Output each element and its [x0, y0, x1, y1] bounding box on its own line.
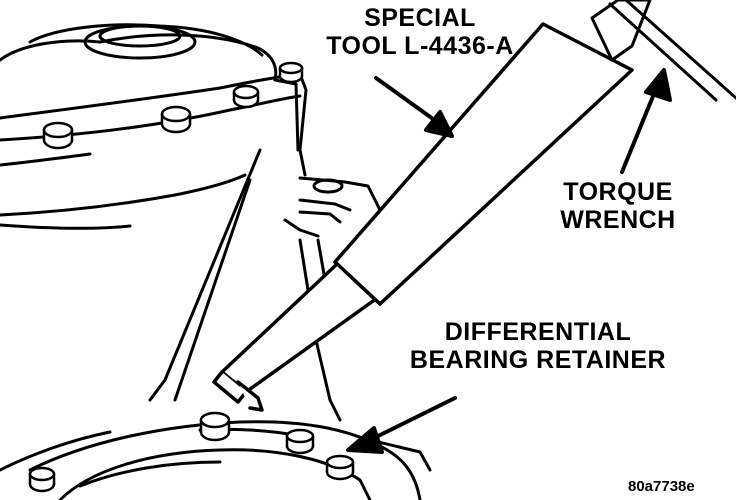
retainer-label-line2: BEARING RETAINER	[409, 346, 667, 374]
torque-wrench-arrow	[620, 68, 672, 174]
torque-wrench-label-line2: WRENCH	[560, 206, 676, 234]
figure-reference: 80a7738e	[628, 478, 695, 495]
bolt	[42, 121, 74, 150]
bolt	[278, 61, 304, 84]
bolt	[325, 454, 355, 481]
cover-bolts	[28, 61, 355, 493]
torque-wrench	[590, 0, 736, 102]
bolt	[28, 466, 56, 493]
bolt	[199, 411, 231, 442]
special-tool-label: SPECIAL TOOL L-4436-A	[300, 4, 540, 60]
special-tool-label-line1: SPECIAL	[364, 4, 476, 32]
leader-arrows	[346, 68, 672, 454]
axle-housing	[0, 23, 432, 500]
bolt	[160, 105, 192, 134]
retainer-label: DIFFERENTIAL BEARING RETAINER	[388, 318, 688, 374]
retainer-arrow	[346, 396, 457, 454]
special-tool-label-line2: TOOL L-4436-A	[326, 32, 514, 60]
torque-wrench-label-line1: TORQUE	[563, 178, 673, 206]
torque-wrench-label: TORQUE WRENCH	[538, 178, 698, 234]
special-tool	[212, 22, 634, 412]
special-tool-arrow	[374, 76, 454, 138]
retainer-label-line1: DIFFERENTIAL	[444, 318, 632, 346]
bolt	[232, 84, 260, 109]
bolt	[285, 428, 315, 455]
